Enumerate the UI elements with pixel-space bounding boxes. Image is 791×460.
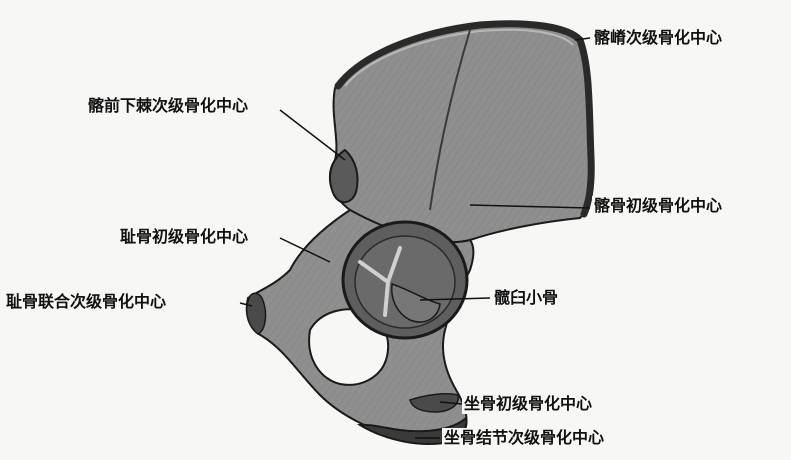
label-aiis: 髂前下棘次级骨化中心: [86, 96, 250, 116]
label-iliac-crest: 髂嵴次级骨化中心: [592, 28, 724, 48]
label-pubic-symphysis: 耻骨联合次级骨化中心: [4, 292, 168, 312]
label-pubis-primary: 耻骨初级骨化中心: [118, 227, 250, 247]
label-ilium-primary: 髂骨初级骨化中心: [592, 196, 724, 216]
pubic-symphysis-cap: [247, 293, 266, 334]
label-acetabular-ossicle: 髋臼小骨: [492, 288, 560, 308]
label-ischium-primary: 坐骨初级骨化中心: [462, 394, 594, 414]
label-ischial-tuberosity: 坐骨结节次级骨化中心: [442, 428, 606, 448]
